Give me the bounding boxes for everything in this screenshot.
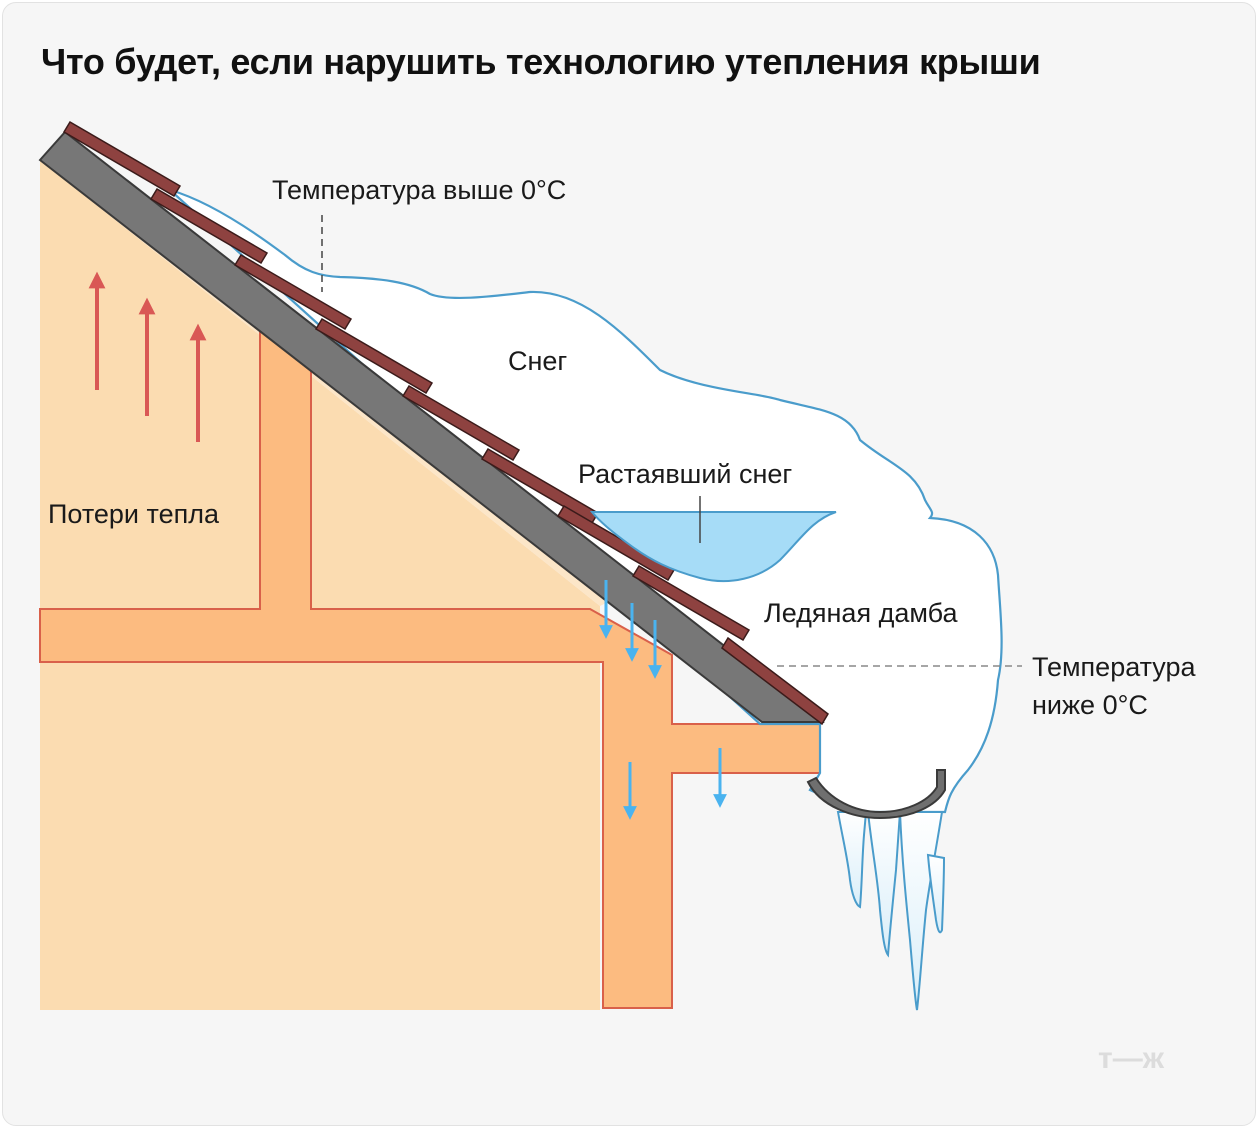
label-temp-below-line2: ниже 0°C <box>1032 690 1148 720</box>
icicle <box>836 811 868 909</box>
label-heat-loss: Потери тепла <box>48 499 220 529</box>
attic-wall <box>40 160 600 1010</box>
icicle <box>926 853 946 934</box>
label-ice-dam: Ледяная дамба <box>764 598 958 628</box>
snow-mass <box>169 188 1003 814</box>
brand-logo: т—ж <box>1098 1042 1165 1075</box>
roof-tiles <box>62 120 829 726</box>
gutter <box>806 769 946 820</box>
water-leak-arrows <box>599 580 727 820</box>
label-snow: Снег <box>508 346 567 376</box>
icicle <box>866 811 902 958</box>
melted-snow-water <box>589 511 837 583</box>
page-title: Что будет, если нарушить технологию утеп… <box>41 41 1041 82</box>
roof-tile <box>401 384 521 462</box>
roof-tile <box>721 636 829 726</box>
label-melted-snow: Растаявший снег <box>578 459 792 489</box>
leader-lines <box>321 215 1022 667</box>
timber-frame <box>39 327 821 1009</box>
label-temp-below-line1: Температура <box>1032 652 1197 682</box>
roof-tile <box>62 120 182 198</box>
roof-tile <box>631 564 751 642</box>
label-temp-above: Температура выше 0°C <box>272 175 566 205</box>
roof-tile <box>314 317 434 395</box>
icicles <box>836 811 946 1011</box>
roof-tile <box>233 253 353 331</box>
roof-tile <box>149 187 269 265</box>
heat-loss-arrows <box>88 271 207 442</box>
